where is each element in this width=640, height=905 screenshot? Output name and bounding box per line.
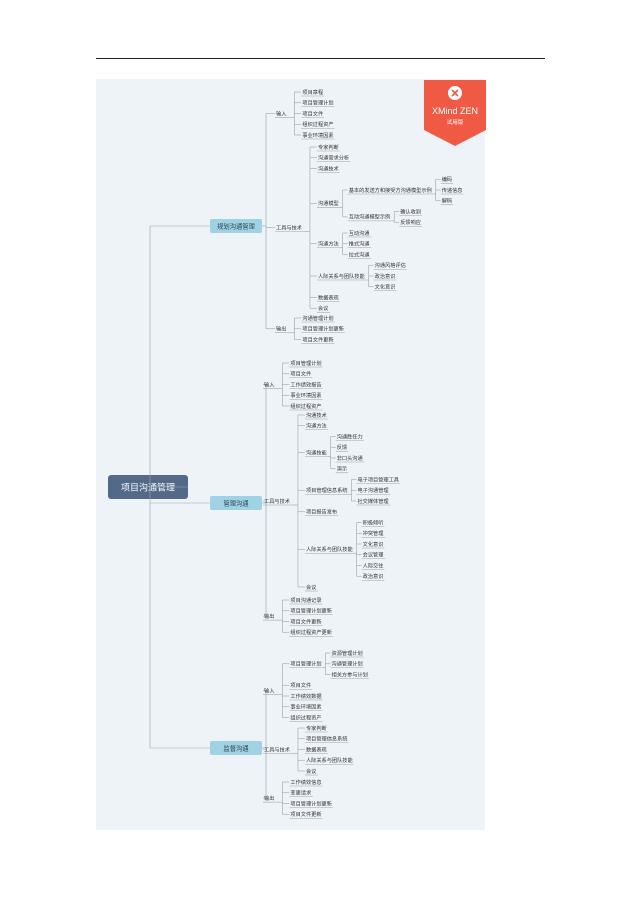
topic-node: 推式沟通 — [349, 240, 371, 248]
topic-node: 沟通风格评估 — [375, 261, 406, 269]
group-node: 工具与技术 — [276, 223, 302, 231]
topic-node: 数据表现 — [306, 745, 327, 753]
topic-node: 项目文件 — [290, 681, 311, 689]
topic-node: 沟通胜任力 — [337, 432, 363, 440]
xmind-logo-icon — [448, 86, 462, 100]
topic-node: 项目管理计划更新 — [302, 325, 344, 333]
topic-node: 项目管理信息系统 — [306, 735, 348, 743]
topic-node: 沟通技能 — [306, 448, 327, 456]
group-node: 输入 — [276, 109, 286, 117]
mindmap-canvas — [96, 79, 485, 830]
topic-node: 工作绩效数据 — [290, 692, 321, 700]
topic-node: 积极倾听 — [363, 518, 384, 526]
topic-node: 相关方参与计划 — [332, 670, 368, 678]
root-node — [108, 475, 188, 499]
topic-node: 沟通技术 — [318, 164, 339, 172]
topic-node: 项目报告发布 — [306, 508, 337, 516]
branch-label: 规划沟通管理 — [217, 221, 255, 230]
topic-node: 沟通需求分析 — [318, 154, 349, 162]
topic-node: 事业环境因素 — [290, 391, 321, 399]
topic-node: 电子项目管理工具 — [357, 475, 399, 483]
topic-node: 资源管理计划 — [332, 649, 363, 657]
topic-node: 项目管理计划更新 — [290, 799, 332, 807]
group-node: 输入 — [264, 380, 274, 388]
topic-node: 会议 — [306, 767, 317, 775]
group-node: 输出 — [276, 325, 286, 333]
topic-node: 项目管理计划 — [302, 99, 333, 107]
branch-node — [210, 741, 262, 755]
topic-node: 数据表现 — [318, 293, 339, 301]
topic-node: 反馈响应 — [400, 218, 421, 226]
page-top-rule — [96, 58, 545, 59]
topic-node: 会议 — [318, 304, 329, 312]
topic-node: 会议 — [306, 583, 317, 591]
group-node: 输入 — [264, 686, 274, 694]
topic-node: 基本的发送方和接受方沟通模型示例 — [349, 186, 432, 194]
topic-node: 项目文件 — [302, 109, 323, 117]
topic-node: 项目管理信息系统 — [306, 486, 348, 494]
topic-node: 项目管理计划 — [290, 359, 321, 367]
topic-node: 互动沟通模型示例 — [349, 213, 391, 221]
topic-node: 编码 — [442, 175, 452, 183]
topic-node: 冲突管理 — [363, 529, 385, 537]
topic-node: 传递信息 — [442, 186, 463, 194]
topic-node: 工作绩效信息 — [290, 778, 321, 786]
topic-node: 事业环境因素 — [302, 131, 333, 139]
topic-node: 沟通技术 — [306, 411, 327, 419]
topic-node: 项目沟通记录 — [290, 596, 321, 604]
root-label: 项目沟通管理 — [121, 482, 175, 494]
topic-node: 项目文件更新 — [302, 335, 333, 343]
topic-node: 文化意识 — [375, 283, 396, 291]
topic-node: 项目文件更新 — [290, 810, 321, 818]
topic-node: 互动沟通 — [349, 229, 371, 237]
group-node: 工具与技术 — [264, 745, 290, 753]
topic-node: 项目管理计划更新 — [290, 607, 332, 615]
watermark-sub: 试用版 — [447, 118, 464, 126]
topic-node: 组织过程资产 — [302, 120, 333, 128]
branch-node — [210, 496, 262, 510]
topic-node: 拉式沟通 — [349, 250, 371, 258]
group-node: 输出 — [264, 612, 274, 620]
topic-node: 政治意识 — [375, 272, 396, 280]
topic-node: 人际关系与团队技能 — [306, 756, 353, 764]
topic-node: 专家判断 — [306, 724, 327, 732]
topic-node: 沟通方法 — [306, 422, 327, 430]
topic-node: 演示 — [337, 465, 347, 473]
topic-node: 专家判断 — [318, 143, 339, 151]
group-node: 输出 — [264, 794, 274, 802]
branch-node — [210, 219, 262, 233]
topic-node: 非口头沟通 — [337, 454, 364, 462]
topic-node: 沟通管理计划 — [302, 314, 333, 322]
topic-node: 政治意识 — [363, 572, 384, 580]
topic-node: 组织过程资产更新 — [290, 628, 332, 636]
topic-node: 项目文件 — [290, 370, 311, 378]
topic-node: 会议管理 — [363, 551, 385, 559]
topic-node: 电子沟通管理 — [357, 486, 389, 494]
topic-node: 沟通方法 — [318, 240, 339, 248]
xmind-watermark: XMind ZEN 试用版 — [424, 80, 486, 146]
topic-node: 人际关系与团队技能 — [306, 545, 353, 553]
topic-node: 事业环境因素 — [290, 703, 321, 711]
topic-node: 人际关系与团队技能 — [318, 272, 365, 280]
branch-label: 管理沟通 — [223, 498, 249, 507]
topic-node: 反馈 — [337, 443, 347, 451]
topic-node: 项目管理计划 — [290, 660, 321, 668]
topic-node: 文化意识 — [363, 540, 384, 548]
topic-node: 组织过程资产 — [290, 402, 321, 410]
topic-node: 社交媒体管理 — [357, 497, 389, 505]
topic-node: 沟通模型 — [318, 199, 339, 207]
topic-node: 沟通管理计划 — [332, 660, 363, 668]
topic-node: 组织过程资产 — [290, 713, 321, 721]
topic-node: 人际交往 — [363, 561, 384, 569]
watermark-brand: XMind ZEN — [432, 106, 478, 116]
topic-node: 项目文件更新 — [290, 617, 321, 625]
branch-label: 监督沟通 — [223, 743, 249, 752]
topic-node: 解码 — [442, 197, 452, 205]
group-node: 工具与技术 — [264, 497, 290, 505]
topic-node: 项目章程 — [302, 88, 323, 96]
topic-node: 工作绩效报告 — [290, 380, 321, 388]
topic-node: 变更请求 — [290, 789, 312, 797]
topic-node: 确认收到 — [400, 207, 421, 215]
